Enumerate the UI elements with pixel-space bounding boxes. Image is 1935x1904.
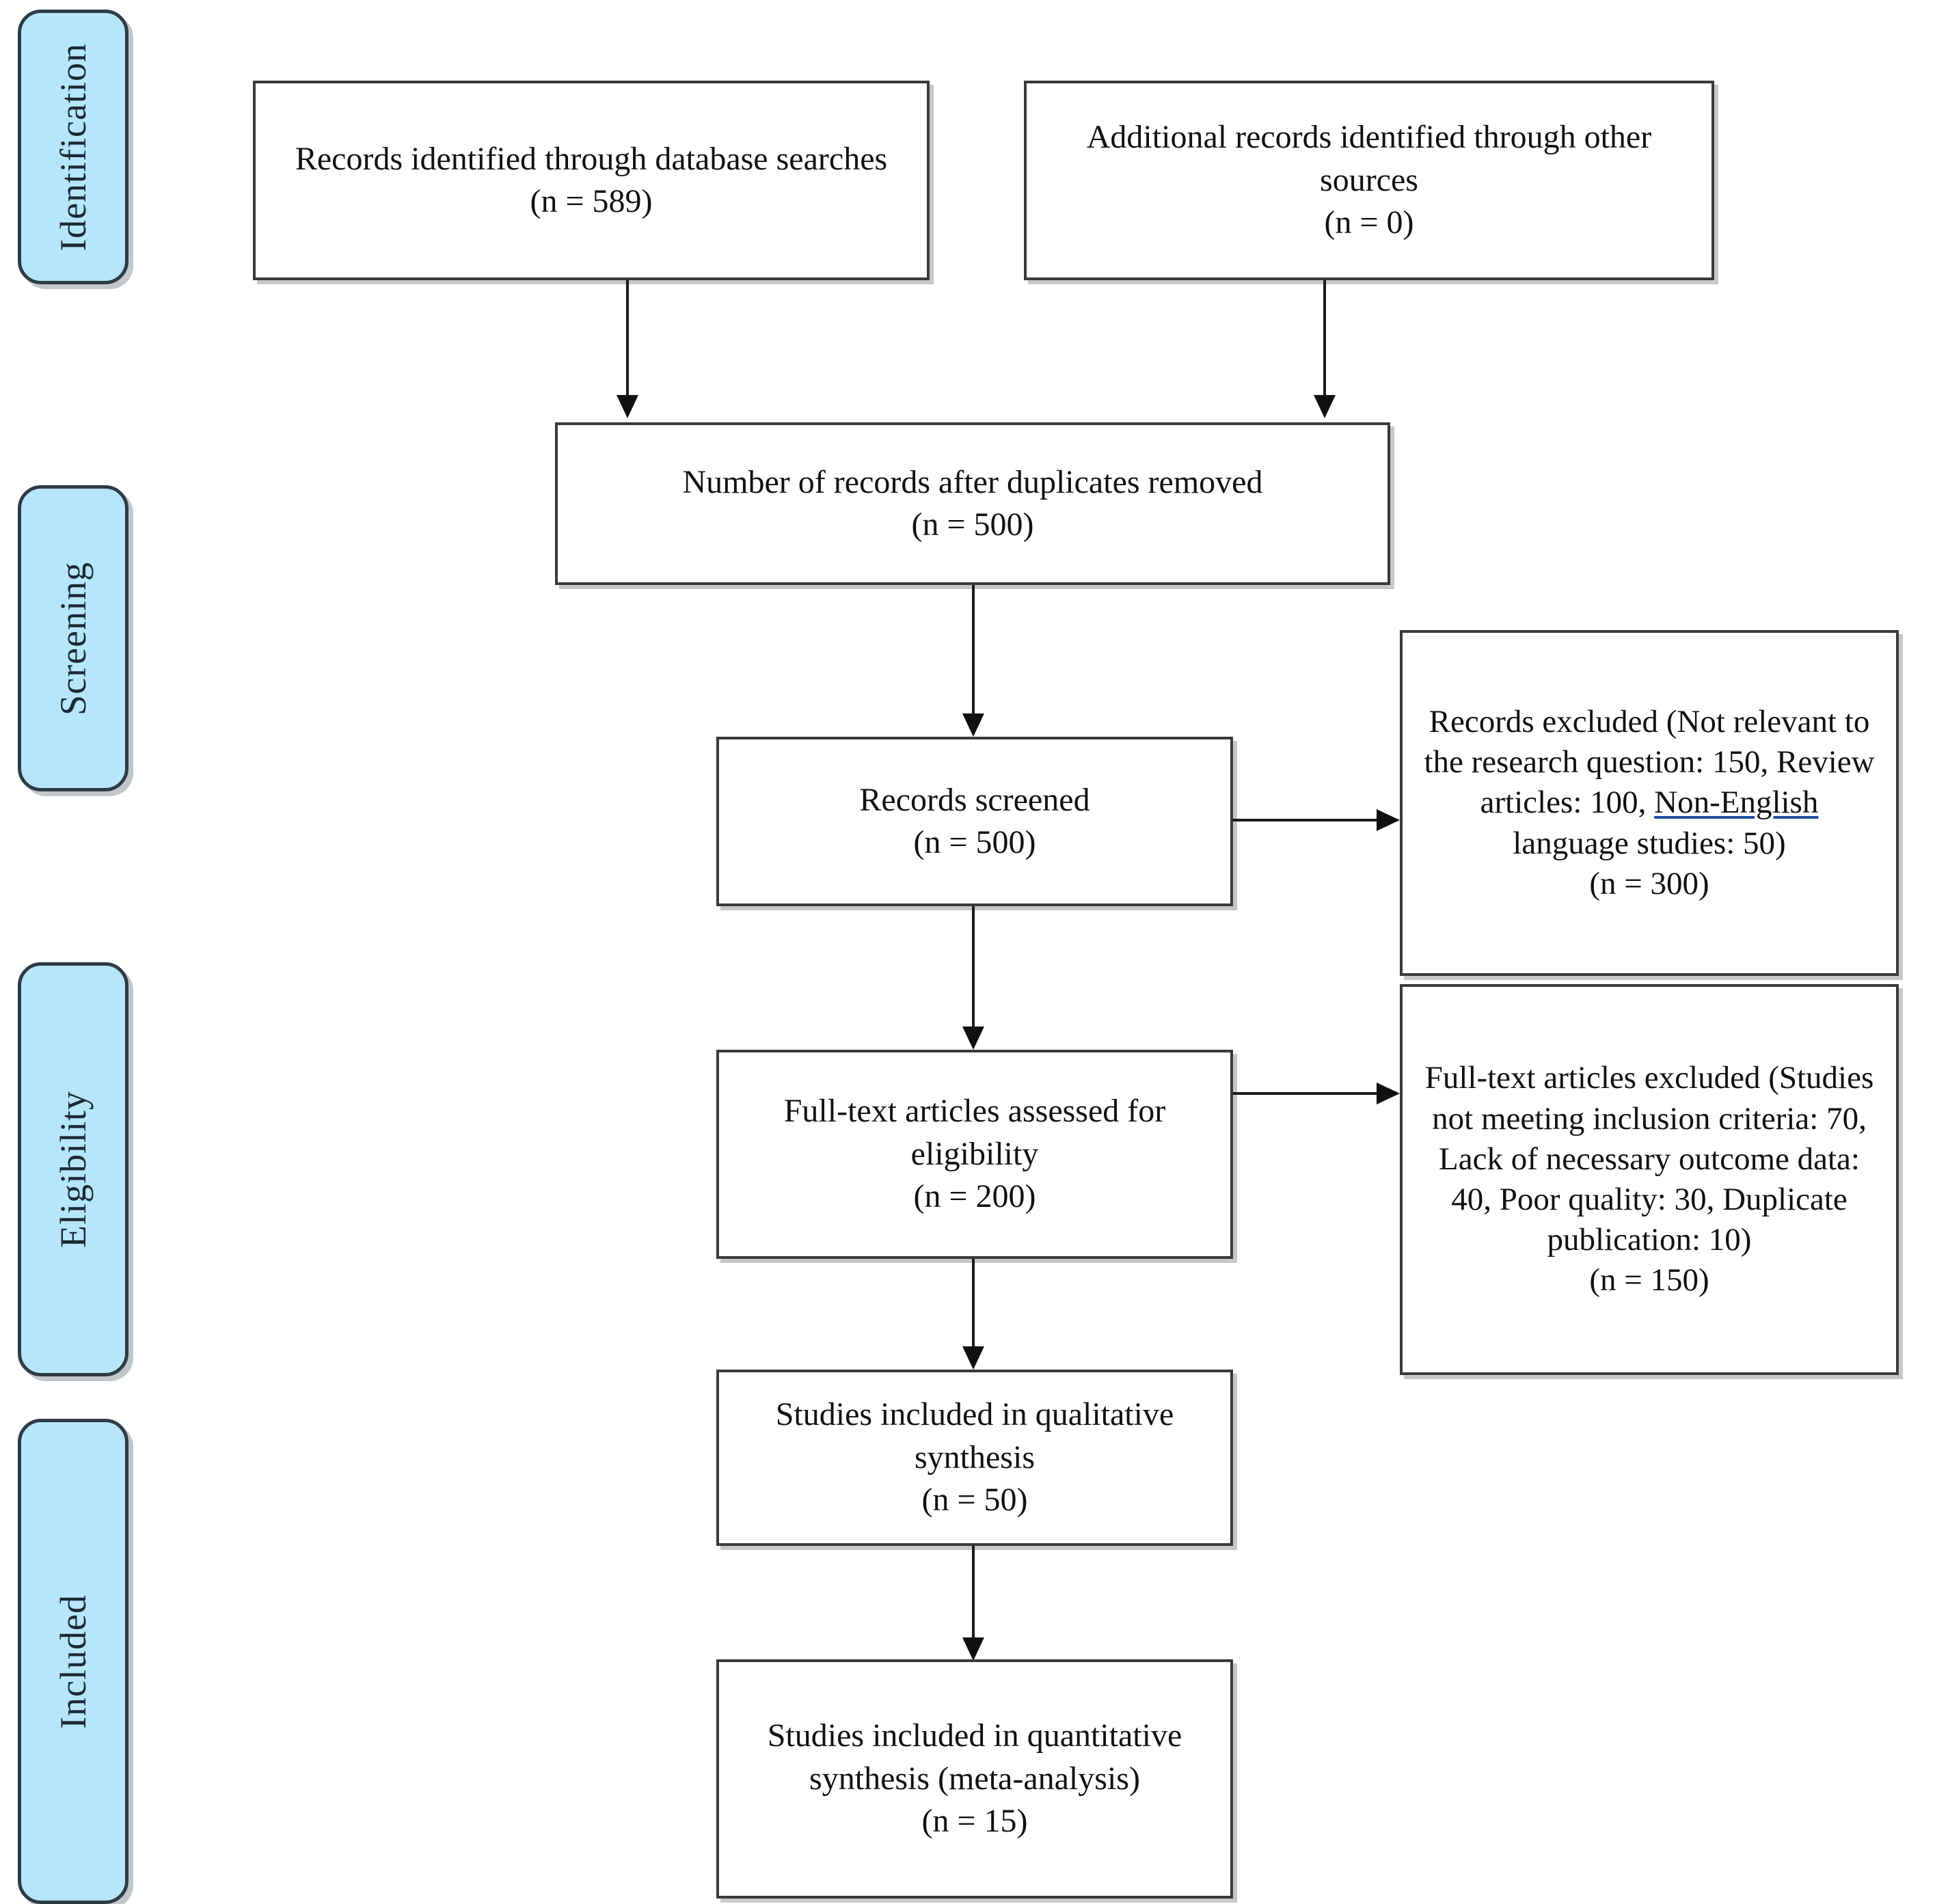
records-excluded-line3: question: 150, Review <box>1586 744 1875 780</box>
other-records-count: (n = 0) <box>1324 204 1414 241</box>
box-quantitative-synthesis: Studies included in quantitative synthes… <box>716 1659 1233 1899</box>
qualitative-line2: qualitative synthesis <box>914 1396 1174 1475</box>
records-screened-count: (n = 500) <box>913 824 1036 860</box>
qualitative-count: (n = 50) <box>921 1482 1028 1519</box>
fulltext-excluded-line2: (Studies not meeting <box>1432 1060 1874 1137</box>
fulltext-excluded-line5: Poor quality: 30, Duplicate <box>1499 1182 1848 1217</box>
box-fulltext-assessed: Full-text articles assessed for eligibil… <box>716 1050 1233 1259</box>
arrowhead-assessed-to-excluded <box>1377 1083 1400 1104</box>
box-records-screened: Records screened (n = 500) <box>716 737 1233 906</box>
stage-pill-identification: Identification <box>18 10 128 284</box>
fulltext-assessed-count: (n = 200) <box>913 1178 1036 1215</box>
db-records-line1: Records identified through database <box>295 140 768 177</box>
records-excluded-line2: relevant to the research <box>1424 703 1870 780</box>
db-records-count: (n = 589) <box>530 183 653 219</box>
other-records-line2: other sources <box>1320 119 1652 198</box>
connector-other-to-duplicates <box>1323 280 1326 396</box>
arrowhead-other-to-duplicates <box>1314 395 1336 418</box>
box-fulltext-excluded: Full-text articles excluded (Studies not… <box>1400 984 1899 1375</box>
qualitative-line1: Studies included in <box>775 1396 1027 1433</box>
quantitative-count: (n = 15) <box>921 1803 1028 1840</box>
stage-label-identification: Identification <box>53 42 94 251</box>
stage-label-included: Included <box>53 1594 94 1729</box>
arrowhead-assessed-to-qualitative <box>962 1346 984 1370</box>
stage-label-eligibility: Eligibility <box>53 1090 94 1248</box>
quantitative-line2: quantitative synthesis (meta- <box>809 1717 1182 1797</box>
db-records-line2: searches <box>776 140 888 177</box>
box-fulltext-excluded-text: Full-text articles excluded (Studies not… <box>1419 1058 1880 1301</box>
fulltext-excluded-line6: publication: 10) <box>1547 1222 1752 1258</box>
connector-qualitative-to-quantitative <box>972 1546 975 1639</box>
records-screened-line1: Records screened <box>859 781 1090 818</box>
fulltext-assessed-line2: eligibility <box>910 1135 1039 1172</box>
after-duplicates-line1: Number of records after duplicates remov… <box>682 463 1263 500</box>
box-records-identified-database: Records identified through database sear… <box>253 81 930 280</box>
fulltext-excluded-line1: Full-text articles excluded <box>1424 1060 1761 1096</box>
after-duplicates-count: (n = 500) <box>911 506 1034 543</box>
arrowhead-screened-to-fulltext <box>962 1026 984 1050</box>
box-records-after-duplicates: Number of records after duplicates remov… <box>555 422 1390 585</box>
arrowhead-duplicates-to-screened <box>962 713 984 737</box>
stage-label-screening: Screening <box>53 561 94 716</box>
arrowhead-screened-to-excluded <box>1377 809 1400 831</box>
box-records-screened-text: Records screened (n = 500) <box>735 779 1214 865</box>
box-qualitative-synthesis: Studies included in qualitative synthesi… <box>716 1370 1233 1546</box>
box-quantitative-synthesis-text: Studies included in quantitative synthes… <box>735 1715 1214 1842</box>
stage-pill-eligibility: Eligibility <box>18 962 128 1376</box>
stage-pill-screening: Screening <box>18 485 128 791</box>
records-excluded-line1: Records excluded (Not <box>1429 703 1725 739</box>
fulltext-excluded-line3: inclusion criteria: 70, Lack of <box>1439 1100 1867 1177</box>
box-additional-records-other-sources: Additional records identified through ot… <box>1024 81 1714 280</box>
box-fulltext-assessed-text: Full-text articles assessed for eligibil… <box>735 1090 1214 1218</box>
box-records-identified-database-text: Records identified through database sear… <box>272 138 910 223</box>
quantitative-line1: Studies included in <box>767 1717 1019 1754</box>
fulltext-excluded-line4: necessary outcome data: 40, <box>1451 1141 1860 1217</box>
box-records-after-duplicates-text: Number of records after duplicates remov… <box>574 461 1371 547</box>
arrowhead-qualitative-to-quantitative <box>962 1637 984 1661</box>
connector-assessed-to-qualitative <box>972 1259 975 1348</box>
fulltext-assessed-line1: Full-text articles assessed for <box>783 1093 1166 1130</box>
records-excluded-count: (n = 300) <box>1589 865 1709 901</box>
arrowhead-db-to-duplicates <box>617 395 638 418</box>
records-excluded-line5: language studies: 50) <box>1513 825 1786 861</box>
box-records-excluded-text: Records excluded (Not relevant to the re… <box>1419 702 1880 904</box>
other-records-line1: Additional records identified through <box>1086 119 1576 156</box>
fulltext-excluded-count: (n = 150) <box>1589 1262 1709 1298</box>
spellcheck-non-english: Non-English <box>1654 785 1819 821</box>
quantitative-line3: analysis) <box>1023 1760 1140 1797</box>
connector-db-to-duplicates <box>626 280 629 396</box>
box-additional-records-other-sources-text: Additional records identified through ot… <box>1043 116 1695 244</box>
records-excluded-line4-pre: articles: 100, <box>1480 785 1655 821</box>
connector-duplicates-to-screened <box>972 585 975 715</box>
connector-assessed-to-excluded <box>1233 1092 1378 1095</box>
connector-screened-to-excluded <box>1233 819 1378 821</box>
box-records-excluded: Records excluded (Not relevant to the re… <box>1400 630 1899 976</box>
stage-pill-included: Included <box>18 1419 128 1904</box>
box-qualitative-synthesis-text: Studies included in qualitative synthesi… <box>735 1393 1214 1521</box>
connector-screened-to-fulltext <box>972 906 975 1028</box>
